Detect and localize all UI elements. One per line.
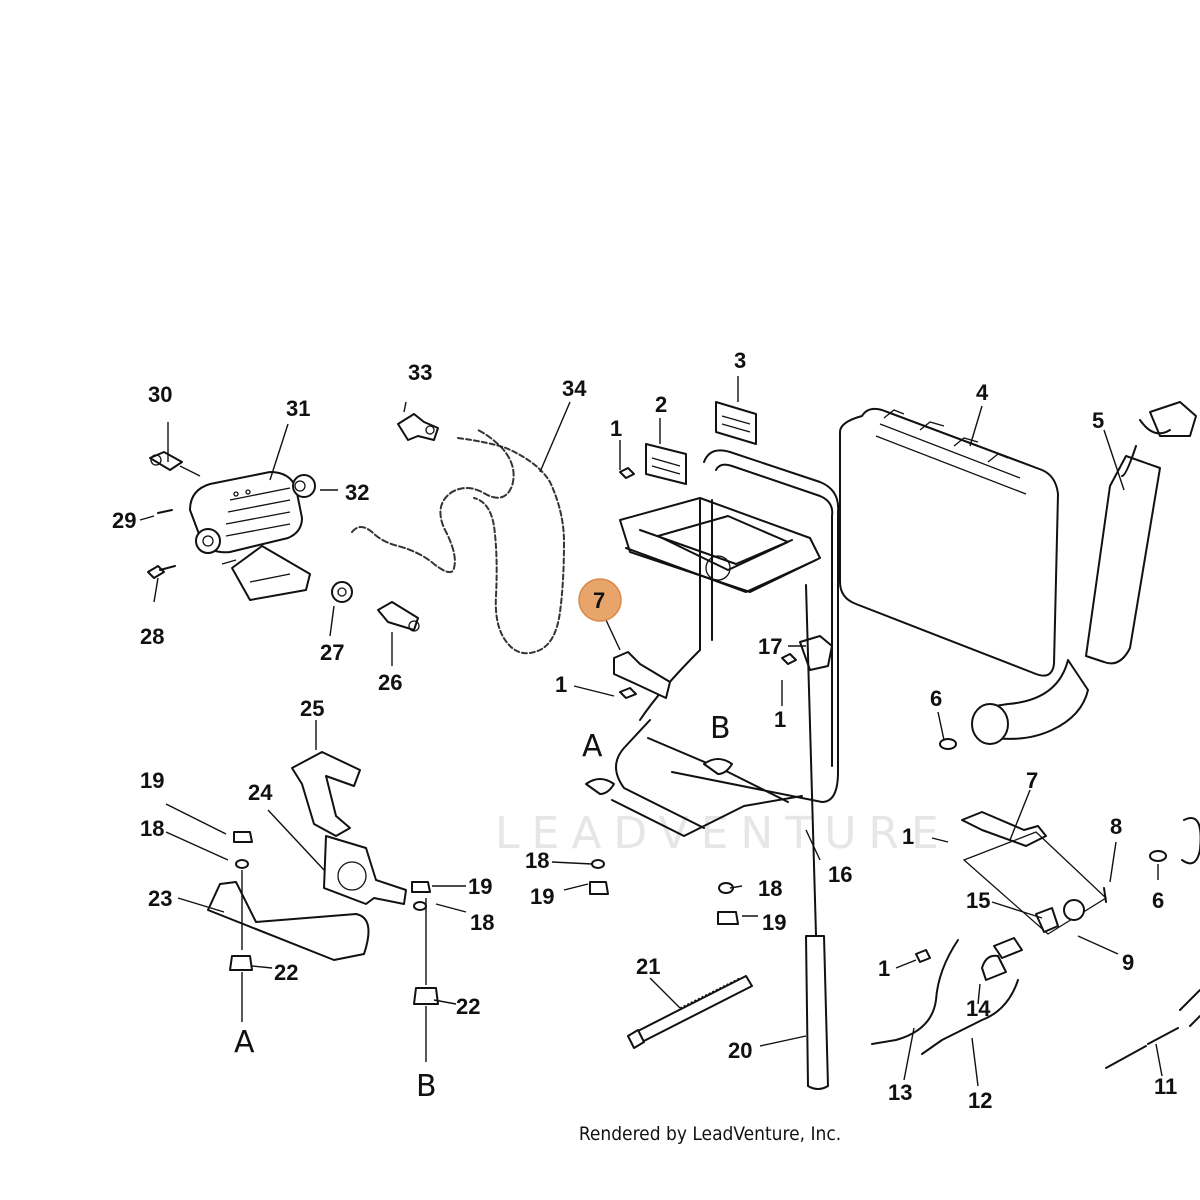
callout-25[interactable]: 25 <box>300 696 324 721</box>
callout-1[interactable]: 1 <box>610 416 622 441</box>
footer-text: Rendered by LeadVenture, Inc. <box>578 1123 842 1145</box>
callout-19[interactable]: 19 <box>530 884 554 909</box>
leader-lines <box>139 376 1163 1087</box>
callout-2[interactable]: 2 <box>655 392 667 417</box>
callout-24[interactable]: 24 <box>248 780 273 805</box>
callout-b[interactable]: B <box>416 1069 437 1104</box>
callout-9[interactable]: 9 <box>1122 950 1134 975</box>
callout-1[interactable]: 1 <box>774 707 786 732</box>
flexible-hose-part <box>971 401 1197 745</box>
tank-part <box>839 407 1059 677</box>
callout-15[interactable]: 15 <box>966 888 990 913</box>
callout-6[interactable]: 6 <box>1152 888 1164 913</box>
callout-a[interactable]: A <box>234 1025 255 1060</box>
callout-29[interactable]: 29 <box>112 508 136 533</box>
callout-19[interactable]: 19 <box>762 910 786 935</box>
callout-18[interactable]: 18 <box>470 910 494 935</box>
callout-22[interactable]: 22 <box>274 960 298 985</box>
highlight-marker <box>578 578 622 622</box>
mounting-plate-part <box>207 751 439 1062</box>
callout-11[interactable]: 11 <box>1154 1074 1177 1099</box>
electrical-group-part <box>871 738 1200 1069</box>
callout-7-highlighted[interactable]: 7 <box>593 588 605 613</box>
callout-18[interactable]: 18 <box>525 848 549 873</box>
callout-16[interactable]: 16 <box>828 862 852 887</box>
callout-21[interactable]: 21 <box>636 954 660 979</box>
callout-4[interactable]: 4 <box>976 380 989 405</box>
watermark: LEADVENTURE <box>495 808 951 859</box>
callout-30[interactable]: 30 <box>148 382 172 407</box>
callout-23[interactable]: 23 <box>148 886 172 911</box>
callout-5[interactable]: 5 <box>1092 408 1104 433</box>
callout-19[interactable]: 19 <box>140 768 164 793</box>
callout-1[interactable]: 1 <box>878 956 890 981</box>
callout-18[interactable]: 18 <box>140 816 164 841</box>
callout-33[interactable]: 33 <box>408 360 432 385</box>
callout-12[interactable]: 12 <box>968 1088 992 1113</box>
callout-18[interactable]: 18 <box>758 876 782 901</box>
callout-a[interactable]: A <box>582 729 603 764</box>
callout-7[interactable]: 7 <box>1026 768 1038 793</box>
callout-labels: 30 31 33 34 32 29 28 27 26 1 2 3 4 5 7 1… <box>112 348 1177 1113</box>
callout-1[interactable]: 1 <box>555 672 567 697</box>
compressor-pump-part <box>147 413 439 632</box>
callout-31[interactable]: 31 <box>286 396 310 421</box>
callout-19[interactable]: 19 <box>468 874 492 899</box>
callout-6[interactable]: 6 <box>930 686 942 711</box>
callout-32[interactable]: 32 <box>345 480 369 505</box>
coiled-hose-part <box>351 429 565 655</box>
callout-28[interactable]: 28 <box>140 624 164 649</box>
strap-part <box>627 975 753 1049</box>
callout-20[interactable]: 20 <box>728 1038 752 1063</box>
callout-3[interactable]: 3 <box>734 348 746 373</box>
callout-34[interactable]: 34 <box>562 376 587 401</box>
callout-1[interactable]: 1 <box>902 824 914 849</box>
callout-27[interactable]: 27 <box>320 640 344 665</box>
callout-22[interactable]: 22 <box>456 994 480 1019</box>
callout-14[interactable]: 14 <box>966 996 991 1021</box>
callout-b[interactable]: B <box>710 711 731 746</box>
callout-26[interactable]: 26 <box>378 670 402 695</box>
callout-13[interactable]: 13 <box>888 1080 912 1105</box>
callout-17[interactable]: 17 <box>758 634 782 659</box>
footer-credit: Rendered by LeadVenture, Inc. <box>0 1123 1200 1145</box>
rod-part <box>805 584 829 1090</box>
callout-8[interactable]: 8 <box>1110 814 1122 839</box>
